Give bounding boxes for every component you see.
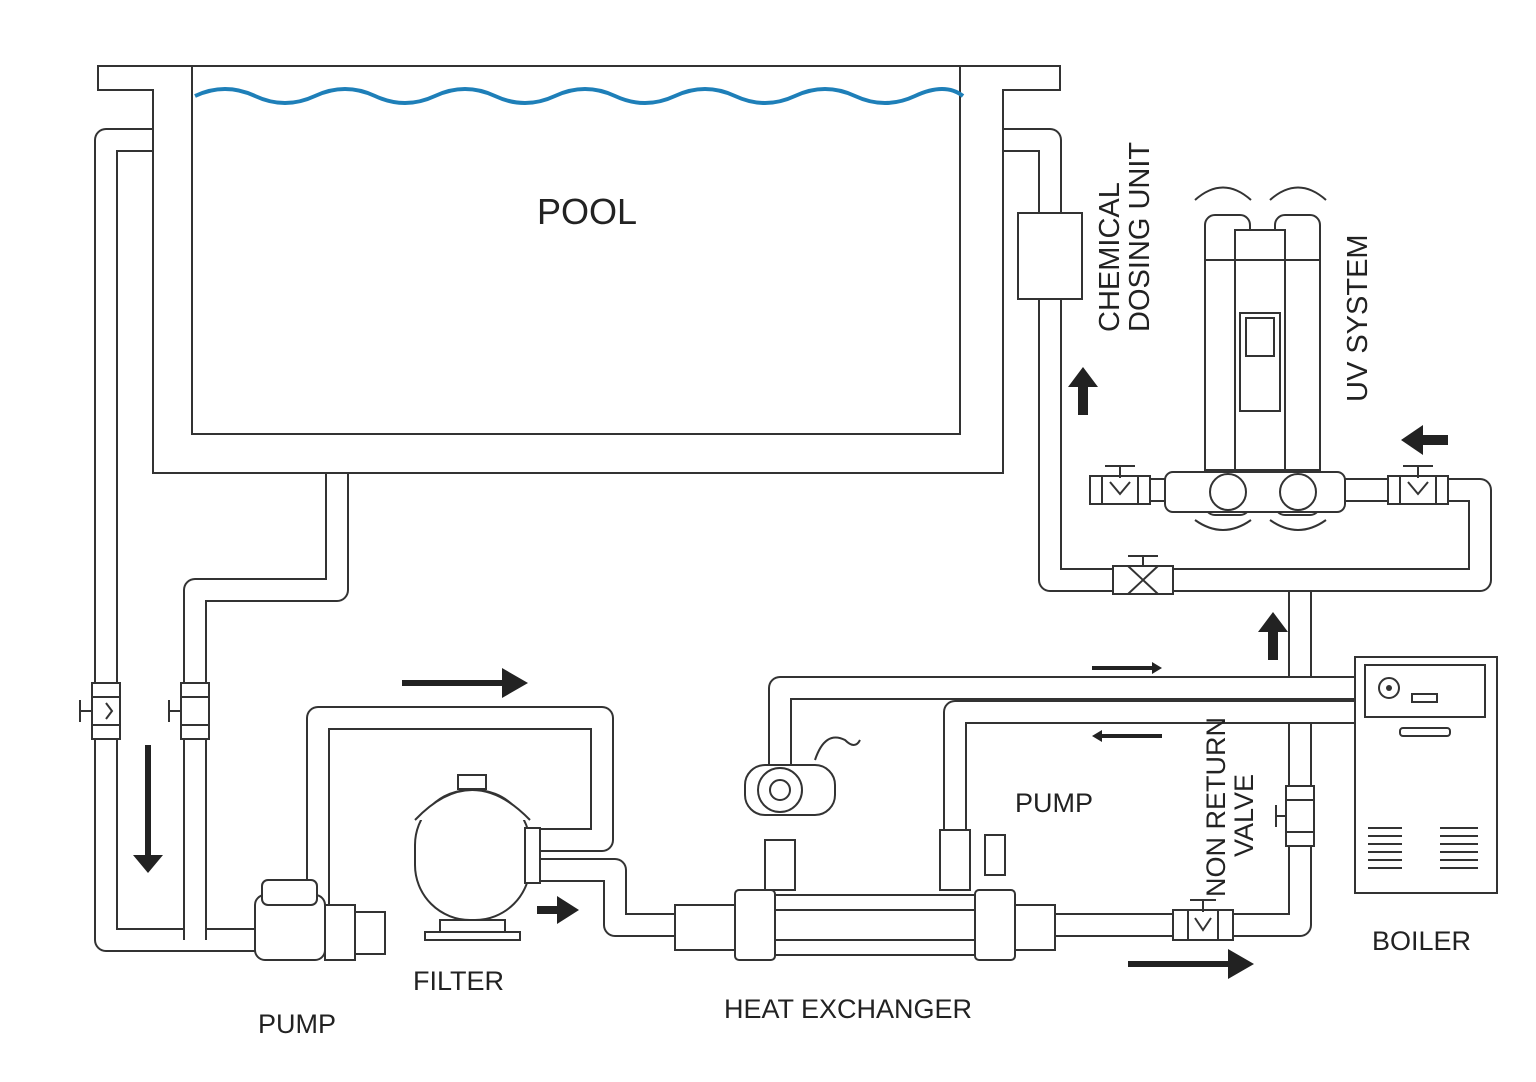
boiler-unit [1354,656,1498,894]
valves [79,465,1449,941]
arrow-left-thin-icon [1092,730,1162,742]
pool-label: POOL [537,191,638,232]
chemical-dosing-unit-label: CHEMICAL DOSING UNIT [1094,141,1157,332]
valve-uv-in [1089,465,1151,505]
arrow-right-icon [1128,949,1254,979]
main-pump [254,879,386,961]
sand-filter [414,774,541,941]
filter-label: FILTER [413,966,505,996]
non-return-valve-label-line2: VALVE [1229,773,1260,857]
arrow-up-icon [1258,612,1288,660]
non-return-valve-icon [1172,899,1234,941]
non-return-valve-label-line1: NON RETURN [1201,717,1231,897]
chemical-dosing-unit-label-line2: DOSING UNIT [1124,141,1157,332]
valve-return [1275,785,1315,847]
uv-system-label: UV SYSTEM [1342,234,1374,402]
non-return-valve-label: NON RETURN VALVE [1201,717,1260,897]
flow-arrows [133,367,1448,979]
pool-structure [97,65,1061,474]
chemical-dosing-unit-box [1017,212,1083,300]
valve-left-1 [79,682,121,740]
circulator-pump-label: PUMP [1015,788,1094,818]
main-pump-label: PUMP [258,1009,337,1039]
arrow-right-icon [402,668,528,698]
chemical-dosing-unit-label-line1: CHEMICAL [1094,182,1126,332]
boiler-label: BOILER [1372,926,1472,956]
circulator-pump [744,736,861,816]
heat-exchanger-label: HEAT EXCHANGER [724,994,973,1024]
arrow-left-icon [1401,425,1448,455]
arrow-up-icon [1068,367,1098,415]
heat-exchanger-unit [674,829,1056,961]
arrow-down-icon [133,745,163,873]
valve-bypass [1112,555,1174,595]
valve-left-2 [168,682,210,740]
pipework [94,128,1492,952]
arrow-right-icon [537,896,579,924]
water-surface [194,87,965,105]
valve-uv-out [1387,465,1449,505]
uv-system-unit [1164,186,1346,531]
arrow-right-thin-icon [1092,662,1162,674]
